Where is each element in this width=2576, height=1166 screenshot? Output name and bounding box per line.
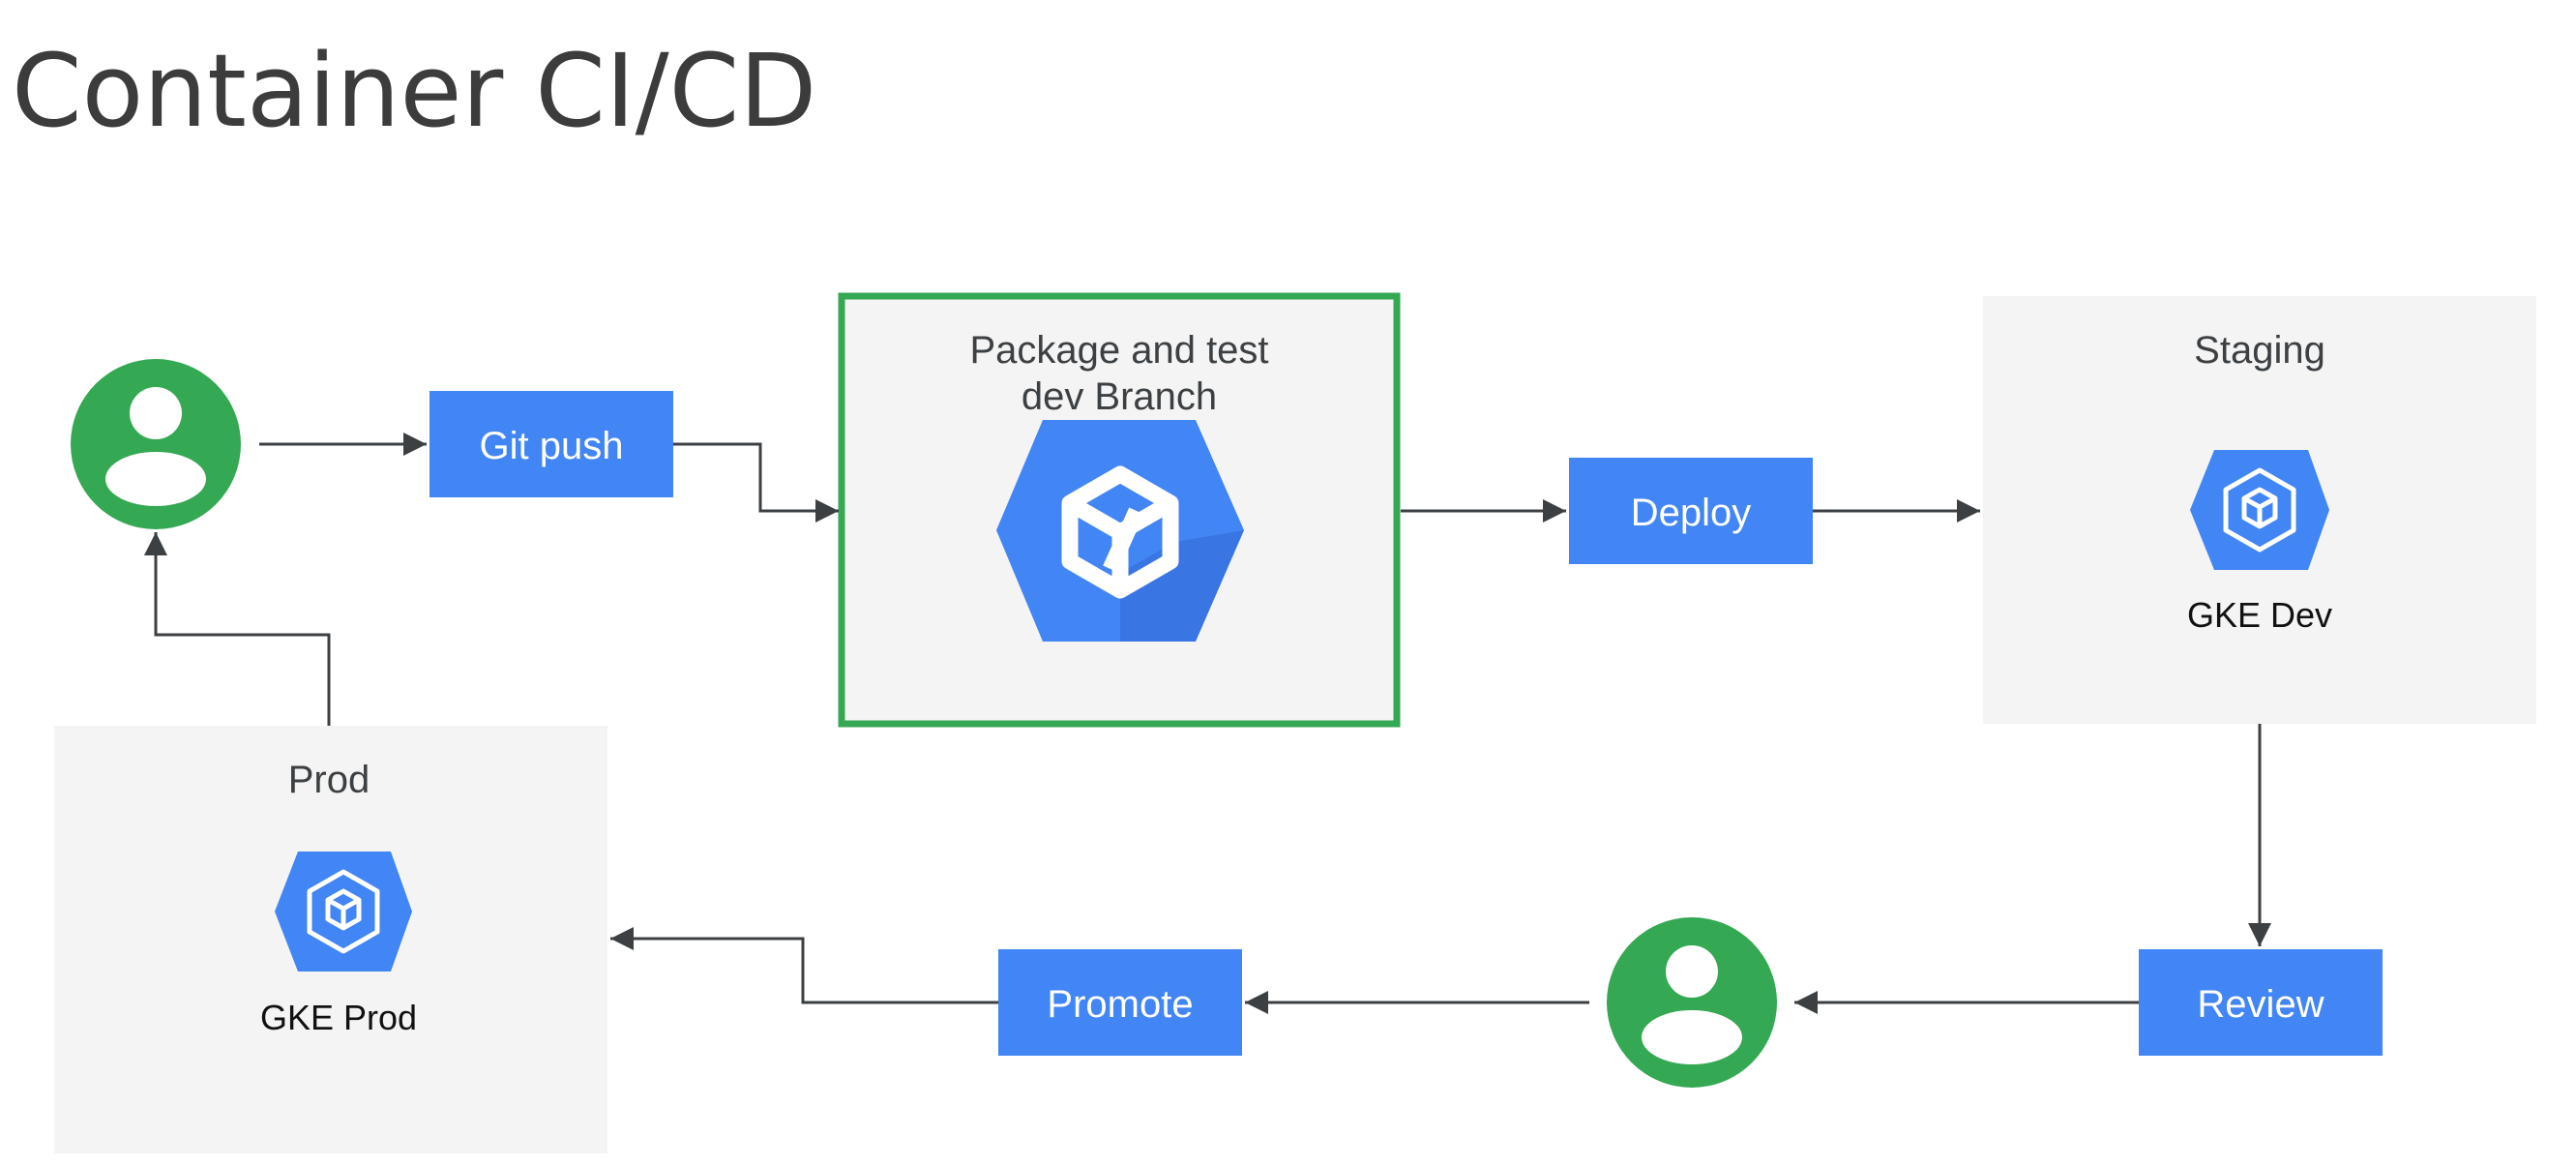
page-title: Container CI/CD <box>12 32 816 150</box>
gke-prod-icon <box>275 852 412 972</box>
developer-user-icon <box>71 359 241 529</box>
reviewer-user-icon <box>1607 917 1777 1088</box>
review-label: Review <box>2197 983 2324 1026</box>
git-push-step: Git push <box>429 391 673 497</box>
connectors <box>144 433 2271 1014</box>
promote-label: Promote <box>1047 983 1193 1026</box>
arrow-git-push-to-build <box>673 442 839 523</box>
staging-panel-label: Staging <box>2194 329 2325 372</box>
deploy-label: Deploy <box>1631 492 1752 534</box>
deploy-step: Deploy <box>1569 458 1813 564</box>
gke-dev-label: GKE Dev <box>2187 595 2332 635</box>
gke-dev-icon <box>2190 450 2329 570</box>
build-panel-label-line1: Package and test <box>969 329 1268 372</box>
cloud-build-icon <box>996 420 1244 642</box>
arrow-prod-to-user <box>144 532 331 726</box>
review-step: Review <box>2139 949 2383 1056</box>
gke-prod-label: GKE Prod <box>260 998 417 1037</box>
arrow-promote-to-prod <box>610 927 998 1004</box>
prod-panel-label: Prod <box>288 759 370 801</box>
git-push-label: Git push <box>480 425 624 467</box>
promote-step: Promote <box>998 949 1242 1056</box>
build-panel-label-line2: dev Branch <box>1022 375 1217 418</box>
